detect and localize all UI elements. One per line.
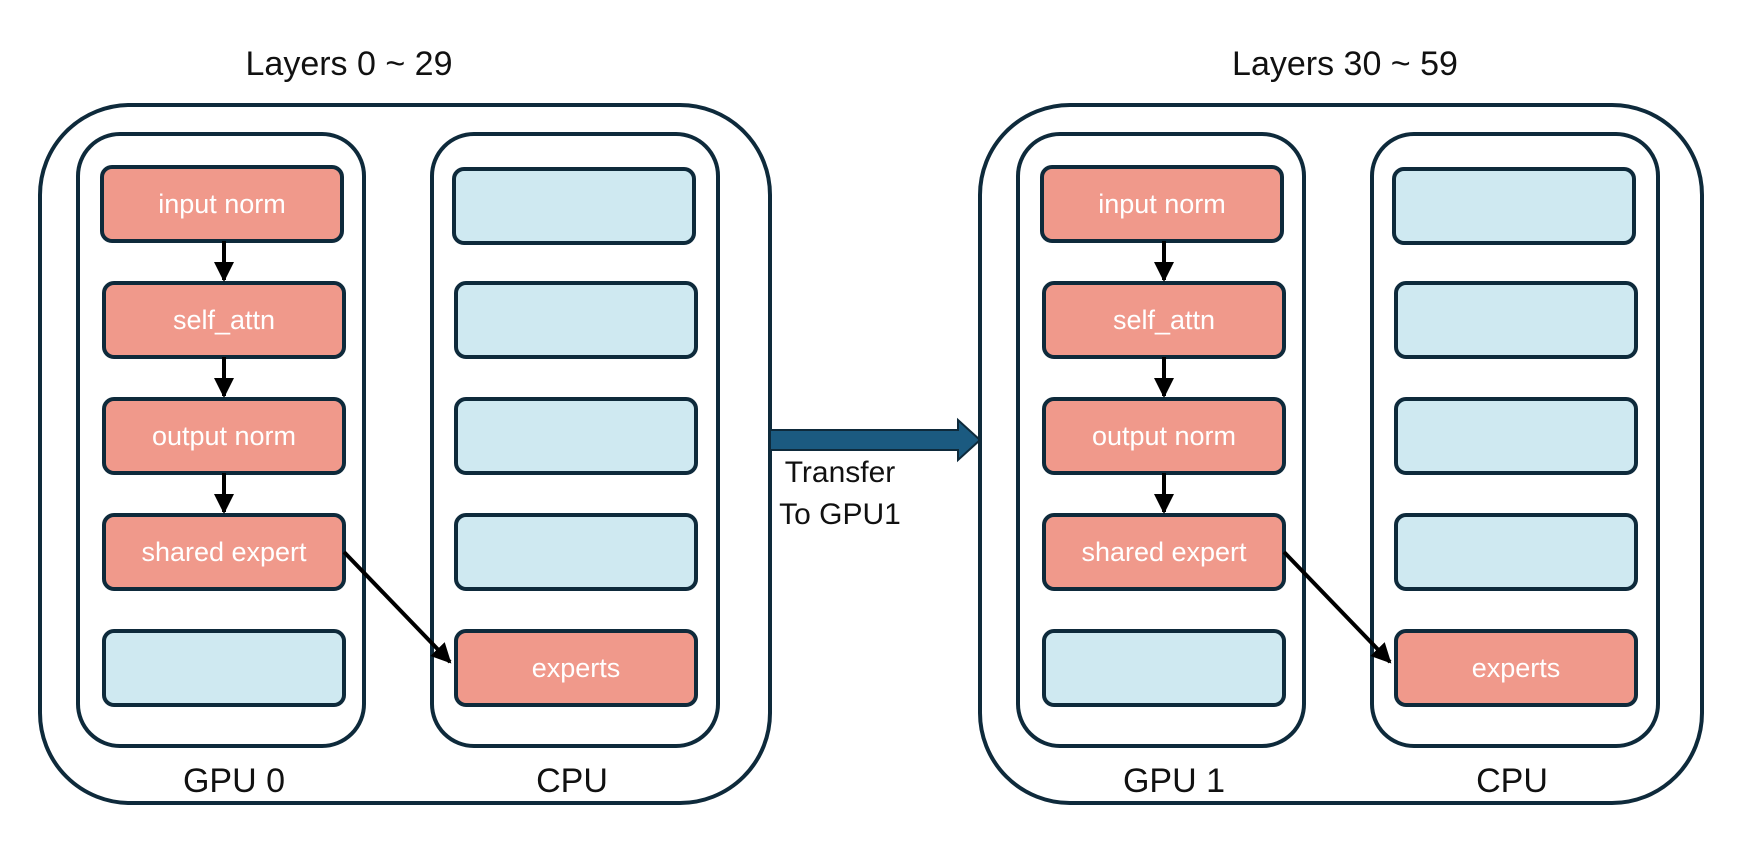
gpu-block-empty xyxy=(102,629,346,707)
block-label: shared expert xyxy=(1081,537,1247,567)
transfer-arrow-icon xyxy=(769,417,982,463)
gpu-block-shared-expert: shared expert xyxy=(102,513,346,591)
group-container xyxy=(38,103,772,805)
cpu-block-empty xyxy=(454,397,698,475)
gpu-block-input-norm: input norm xyxy=(100,165,344,243)
cpu-block-empty xyxy=(1394,513,1638,591)
block-label: shared expert xyxy=(141,537,307,567)
cpu-container xyxy=(430,132,720,748)
cpu-column: CPU experts xyxy=(430,132,720,800)
group-container xyxy=(978,103,1704,805)
block-label: input norm xyxy=(1098,189,1226,219)
cpu-block-empty xyxy=(452,167,696,245)
transfer-indicator: Transfer To GPU1 xyxy=(769,417,982,531)
gpu-block-self-attn: self_attn xyxy=(1042,281,1286,359)
block-label: self_attn xyxy=(1113,305,1215,335)
cpu-block-experts: experts xyxy=(454,629,698,707)
gpu-block-self-attn: self_attn xyxy=(102,281,346,359)
gpu-container xyxy=(76,132,366,748)
shared-to-experts-arrow xyxy=(1282,550,1392,664)
cpu-block-empty xyxy=(454,513,698,591)
transfer-label-line1: Transfer xyxy=(785,456,896,489)
cpu-block-empty xyxy=(1394,281,1638,359)
group-title: Layers 30 ~ 59 xyxy=(1232,45,1458,83)
transfer-label-line2: To GPU1 xyxy=(779,498,901,531)
cpu-label: CPU xyxy=(1476,762,1548,800)
block-label: self_attn xyxy=(173,305,275,335)
cpu-block-empty xyxy=(454,281,698,359)
cpu-container xyxy=(1370,132,1660,748)
cpu-label: CPU xyxy=(536,762,608,800)
gpu-block-shared-expert: shared expert xyxy=(1042,513,1286,591)
block-label: experts xyxy=(532,653,621,683)
cpu-column: CPU experts xyxy=(1370,132,1660,800)
gpu-block-output-norm: output norm xyxy=(1042,397,1286,475)
block-label: input norm xyxy=(158,189,286,219)
layer-group-0: Layers 0 ~ 29 GPU 0 input norm self_attn… xyxy=(38,45,772,805)
shared-to-experts-arrow xyxy=(342,550,452,664)
cpu-block-empty xyxy=(1392,167,1636,245)
block-label: experts xyxy=(1472,653,1561,683)
group-title: Layers 0 ~ 29 xyxy=(246,45,453,83)
gpu-container xyxy=(1016,132,1306,748)
block-label: output norm xyxy=(1092,421,1236,451)
gpu-column: GPU 0 input norm self_attn output norm s… xyxy=(76,132,366,800)
gpu-label: GPU 1 xyxy=(1123,762,1225,800)
gpu-block-output-norm: output norm xyxy=(102,397,346,475)
layer-group-1: Layers 30 ~ 59 GPU 1 input norm self_att… xyxy=(978,45,1704,805)
cpu-block-experts: experts xyxy=(1394,629,1638,707)
gpu-block-empty xyxy=(1042,629,1286,707)
cpu-block-empty xyxy=(1394,397,1638,475)
gpu-label: GPU 0 xyxy=(183,762,285,800)
gpu-block-input-norm: input norm xyxy=(1040,165,1284,243)
gpu-column: GPU 1 input norm self_attn output norm s… xyxy=(1016,132,1306,800)
block-label: output norm xyxy=(152,421,296,451)
